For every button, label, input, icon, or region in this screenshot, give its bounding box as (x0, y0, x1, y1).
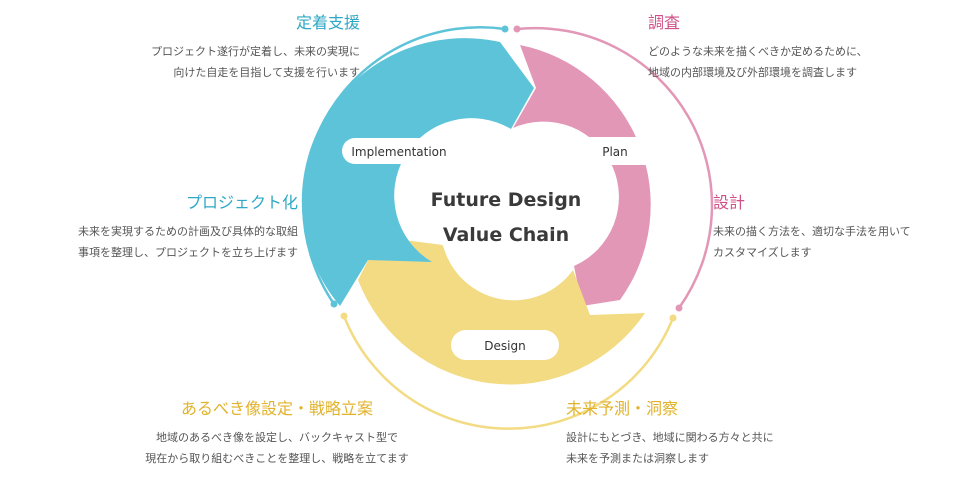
step-sekkei-line2: カスタマイズします (713, 246, 812, 259)
step-arubeki-line1: 地域のあるべき像を設定し、バックキャスト型で (156, 431, 398, 444)
step-mirai-line2: 未来を予測または洞察します (566, 452, 709, 465)
step-project-title: プロジェクト化 (185, 193, 298, 212)
step-mirai-line1: 設計にもとづき、地域に関わる方々と共に (566, 431, 774, 444)
center-circle (432, 135, 578, 281)
step-sekkei-desc: 未来の描く方法を、適切な手法を用いて カスタマイズします (713, 221, 973, 263)
step-arubeki-title: あるべき像設定・戦略立案 (180, 399, 373, 418)
center-title-line2: Value Chain (443, 224, 569, 246)
step-project-desc: 未来を実現するための計画及び具体的な取組 事項を整理し、プロジェクトを立ち上げま… (10, 221, 298, 263)
ring-dot-blue-top (501, 25, 509, 33)
pill-implementation (342, 138, 456, 164)
step-teichaku-line1: プロジェクト遂行が定着し、未来の実現に (151, 45, 360, 58)
step-arubeki-desc: 地域のあるべき像を設定し、バックキャスト型で 現在から取り組むべきことを整理し、… (96, 427, 458, 469)
step-chousa-title: 調査 (648, 13, 681, 32)
pill-design (451, 330, 559, 360)
step-teichaku-line2: 向けた自走を目指して支援を行います (173, 66, 360, 79)
outer-ring-yellow (342, 315, 675, 430)
outer-ring-pink (516, 26, 714, 309)
pill-design-label: Design (484, 339, 525, 353)
step-teichaku: 定着支援 プロジェクト遂行が定着し、未来の実現に 向けた自走を目指して支援を行い… (30, 13, 360, 83)
step-chousa: 調査 どのような未来を描くべきか定めるために、 地域の内部環境及び外部環境を調査… (648, 13, 968, 83)
step-mirai-desc: 設計にもとづき、地域に関わる方々と共に 未来を予測または洞察します (566, 427, 866, 469)
step-mirai-title: 未来予測・洞察 (566, 399, 679, 418)
pill-plan-label: Plan (602, 145, 628, 159)
ring-dot-yellow-left (340, 312, 348, 320)
step-project: プロジェクト化 未来を実現するための計画及び具体的な取組 事項を整理し、プロジェ… (10, 193, 298, 263)
step-mirai: 未来予測・洞察 設計にもとづき、地域に関わる方々と共に 未来を予測または洞察しま… (566, 399, 866, 469)
ring-dot-pink-bottom (675, 304, 683, 312)
step-arubeki: あるべき像設定・戦略立案 地域のあるべき像を設定し、バックキャスト型で 現在から… (96, 399, 458, 469)
segment-implementation (301, 38, 534, 307)
step-project-line1: 未来を実現するための計画及び具体的な取組 (78, 225, 298, 238)
step-teichaku-title: 定着支援 (295, 13, 360, 32)
ring-dot-yellow-right (669, 314, 677, 322)
center-title-line1: Future Design (431, 189, 582, 211)
step-sekkei-line1: 未来の描く方法を、適切な手法を用いて (713, 225, 911, 238)
ring-dot-pink-top (513, 25, 521, 33)
ring-dot-blue-bottom (330, 300, 338, 308)
step-chousa-line2: 地域の内部環境及び外部環境を調査します (648, 66, 857, 79)
step-sekkei: 設計 未来の描く方法を、適切な手法を用いて カスタマイズします (713, 193, 973, 263)
pill-implementation-label: Implementation (351, 145, 446, 159)
step-arubeki-line2: 現在から取り組むべきことを整理し、戦略を立てます (145, 452, 409, 465)
step-teichaku-desc: プロジェクト遂行が定着し、未来の実現に 向けた自走を目指して支援を行います (30, 41, 360, 83)
pill-plan (563, 137, 667, 165)
step-chousa-line1: どのような未来を描くべきか定めるために、 (648, 45, 868, 58)
segment-plan (513, 45, 651, 306)
step-project-line2: 事項を整理し、プロジェクトを立ち上げます (78, 246, 298, 259)
step-chousa-desc: どのような未来を描くべきか定めるために、 地域の内部環境及び外部環境を調査します (648, 41, 968, 83)
step-sekkei-title: 設計 (713, 193, 746, 212)
segment-design (358, 237, 645, 385)
